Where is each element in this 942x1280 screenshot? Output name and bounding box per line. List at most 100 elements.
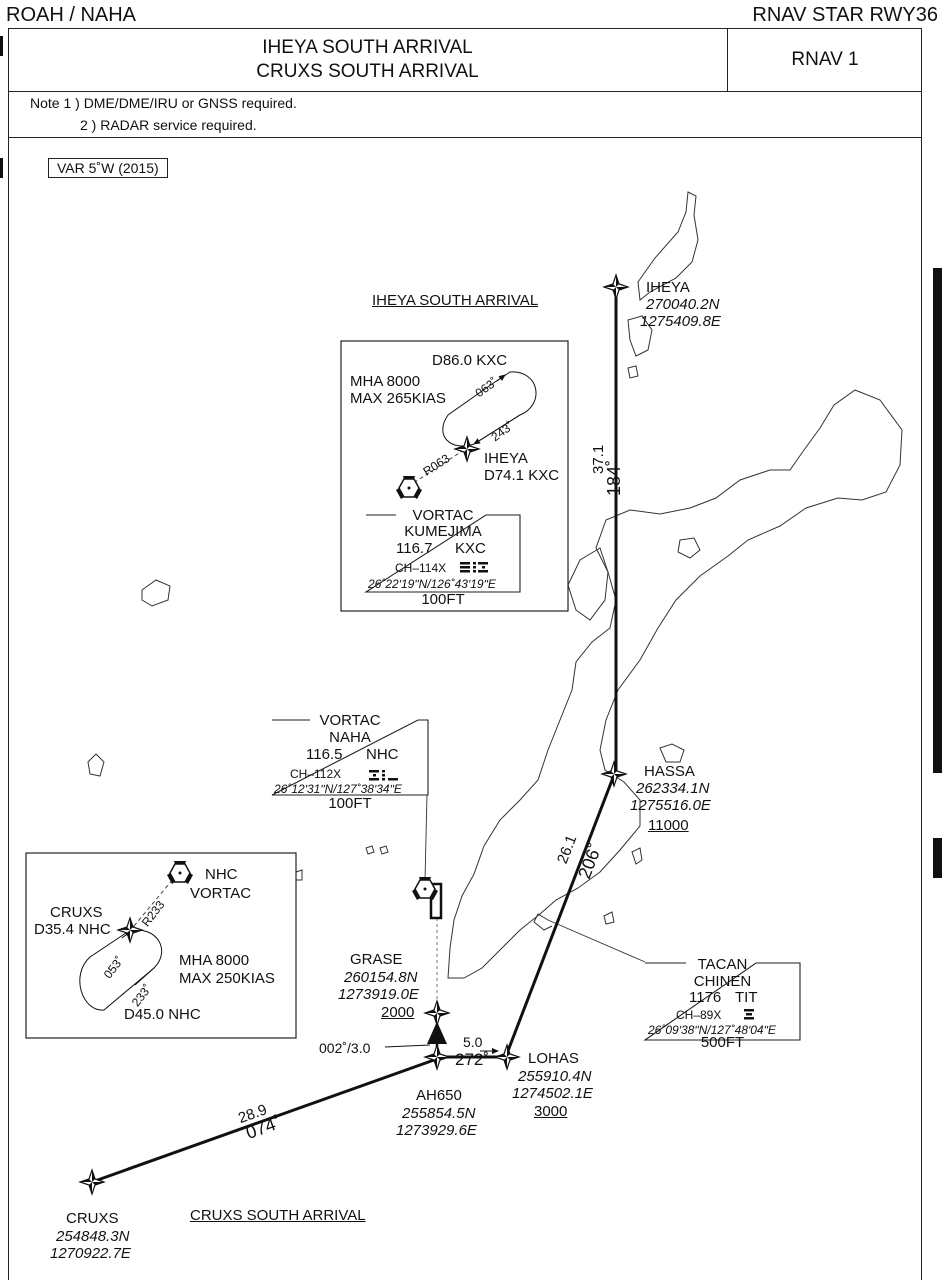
navaid-nhc-frequency: 116.5 bbox=[306, 746, 343, 763]
coastline-izena-island bbox=[627, 315, 653, 357]
margin-mark bbox=[0, 36, 3, 56]
notes-box: Note 1 ) DME/DME/IRU or GNSS required. 2… bbox=[8, 92, 922, 138]
navaid-kxc-type: VORTAC bbox=[412, 507, 474, 524]
navaid-nhc-channel: CH–112X bbox=[290, 767, 342, 781]
waypoint-lohas-name: LOHAS bbox=[528, 1050, 579, 1067]
leg-lohas-ah650-distance: 5.0 bbox=[463, 1034, 483, 1050]
coastline-motobu bbox=[567, 547, 609, 621]
leg-hassa-lohas bbox=[504, 774, 616, 1057]
waypoint-ah650-lon: 1273929.6E bbox=[396, 1122, 477, 1139]
coastline-kume-island bbox=[141, 579, 171, 607]
vortac-nhc-symbol bbox=[411, 876, 439, 901]
waypoint-hassa-name: HASSA bbox=[644, 763, 695, 780]
ah650-grase-note-leader bbox=[384, 1044, 431, 1048]
waypoint-ah650-lat: 255854.5N bbox=[402, 1105, 476, 1122]
waypoint-cruxs-lon: 1270922.7E bbox=[50, 1245, 131, 1262]
waypoint-cruxs-lat: 254848.3N bbox=[56, 1228, 130, 1245]
waypoint-ah650-name: AH650 bbox=[416, 1087, 462, 1104]
navaid-tit-ident: TIT bbox=[735, 989, 758, 1006]
waypoint-iheya-lat: 270040.2N bbox=[646, 296, 720, 313]
leg-cruxs-ah650 bbox=[91, 1058, 435, 1184]
waypoint-hassa-symbol bbox=[601, 761, 627, 787]
iheya-hold-fix-dme: D74.1 KXC bbox=[484, 467, 560, 484]
coastline-islet-4 bbox=[365, 845, 375, 855]
navaid-nhc-name: NAHA bbox=[329, 729, 371, 746]
leg-iheya-hassa-course: 184˚ bbox=[604, 459, 624, 496]
kxc-box-frame bbox=[364, 514, 521, 593]
cruxs-hold-graphic bbox=[79, 860, 194, 1011]
nav-spec-box: RNAV 1 bbox=[728, 28, 922, 92]
waypoint-hassa-altitude: 11000 bbox=[648, 817, 689, 834]
coastline-islet bbox=[627, 365, 639, 379]
chart-airport-header: ROAH / NAHA bbox=[6, 4, 137, 26]
navaid-tit-type: TACAN bbox=[697, 956, 748, 973]
hold-inset-iheya-frame bbox=[340, 340, 569, 612]
navaid-nhc-elevation: 100FT bbox=[328, 795, 372, 812]
cruxs-hold-max-speed: MAX 250KIAS bbox=[179, 970, 275, 987]
cruxs-hold-station-type: VORTAC bbox=[190, 885, 252, 902]
waypoint-iheya-symbol bbox=[603, 274, 629, 300]
waypoint-grase-name: GRASE bbox=[350, 951, 403, 968]
navaid-nhc-coords: 26˚12ʹ31ʺN/127˚38ʹ34ʺE bbox=[274, 782, 402, 796]
coastline-islet-3 bbox=[295, 869, 303, 881]
waypoint-grase-lon: 1273919.0E bbox=[338, 986, 419, 1003]
navaid-kxc-channel: CH–114X bbox=[395, 561, 447, 575]
leg-lohas-ah650-course: 272˚ bbox=[455, 1050, 490, 1069]
navaid-nhc-ident: NHC bbox=[366, 746, 399, 763]
iheya-hold-fix-name: IHEYA bbox=[484, 450, 528, 467]
tit-box-frame bbox=[643, 962, 801, 1041]
waypoint-grase-lat: 260154.8N bbox=[344, 969, 418, 986]
runway-36-symbol bbox=[429, 882, 443, 920]
cruxs-hold-fix-name: CRUXS bbox=[50, 904, 103, 921]
leg-ah650-grase-course-distance: 002˚/3.0 bbox=[319, 1040, 371, 1056]
margin-mark bbox=[0, 158, 3, 178]
waypoint-hassa-lat: 262334.1N bbox=[636, 780, 710, 797]
tit-location-mark bbox=[533, 913, 553, 931]
waypoint-iheya-name: IHEYA bbox=[646, 279, 690, 296]
waypoint-lohas-symbol bbox=[494, 1044, 520, 1070]
navaid-kxc-frequency: 116.7 bbox=[396, 540, 433, 557]
iheya-hold-fix-label: D86.0 KXC bbox=[432, 352, 508, 369]
coastline-islet-7 bbox=[603, 911, 615, 925]
navaid-tit-name: CHINEN bbox=[693, 973, 752, 990]
magnetic-variation: VAR 5˚W (2015) bbox=[48, 158, 168, 178]
margin-tab bbox=[933, 268, 942, 773]
route-title-iheya: IHEYA SOUTH ARRIVAL bbox=[372, 292, 539, 309]
route-title-cruxs: CRUXS SOUTH ARRIVAL bbox=[190, 1207, 366, 1224]
coastline-islet-6 bbox=[631, 847, 643, 865]
coastline-islet-2 bbox=[659, 743, 685, 763]
iheya-hold-max-speed: MAX 265KIAS bbox=[350, 390, 446, 407]
waypoint-hassa-lon: 1275516.0E bbox=[630, 797, 711, 814]
coastline-group bbox=[87, 191, 903, 979]
title-box: IHEYA SOUTH ARRIVAL CRUXS SOUTH ARRIVAL bbox=[8, 28, 728, 92]
navaid-kxc-ident: KXC bbox=[455, 540, 486, 557]
waypoint-lohas-altitude: 3000 bbox=[534, 1103, 568, 1120]
cruxs-hold-station: NHC bbox=[205, 866, 238, 883]
nhc-leader-line bbox=[424, 794, 428, 881]
waypoint-lohas-lon: 1274502.1E bbox=[512, 1085, 593, 1102]
coastline-aguni-island bbox=[87, 753, 105, 777]
navaid-kxc-elevation: 100FT bbox=[421, 591, 465, 608]
waypoint-grase-altitude: 2000 bbox=[381, 1004, 415, 1021]
navaid-tit-frequency: 1176 bbox=[689, 989, 722, 1006]
morse-glyphs bbox=[369, 562, 754, 1020]
waypoint-ah650-symbol bbox=[424, 1044, 450, 1070]
chart-frame bbox=[8, 28, 922, 1280]
nhc-box-frame bbox=[271, 719, 429, 796]
navaid-nhc-type: VORTAC bbox=[319, 712, 381, 729]
tit-leader-line bbox=[547, 919, 646, 963]
chart-procedure-header: RNAV STAR RWY36 bbox=[752, 4, 938, 26]
margin-tab bbox=[933, 838, 942, 878]
title-line-2: CRUXS SOUTH ARRIVAL bbox=[256, 60, 479, 82]
note-1: Note 1 ) DME/DME/IRU or GNSS required. bbox=[30, 95, 297, 111]
waypoint-grase-symbol bbox=[424, 1000, 450, 1026]
waypoint-lohas-lat: 255910.4N bbox=[518, 1068, 592, 1085]
waypoint-cruxs-name: CRUXS bbox=[66, 1210, 119, 1227]
iheya-hold-mha: MHA 8000 bbox=[350, 373, 421, 390]
navaid-tit-elevation: 500FT bbox=[700, 1034, 745, 1051]
nav-spec: RNAV 1 bbox=[791, 48, 859, 70]
navaid-kxc-name: KUMEJIMA bbox=[404, 523, 482, 540]
coastline-islet-5 bbox=[379, 845, 389, 855]
coastline-bay bbox=[677, 537, 701, 559]
